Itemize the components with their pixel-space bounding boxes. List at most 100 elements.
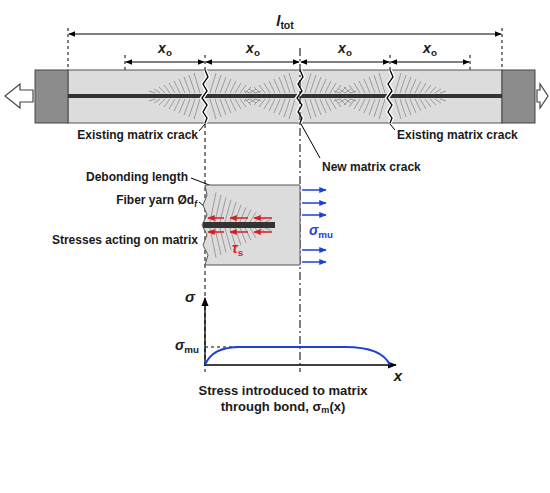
label-text: σ bbox=[175, 337, 184, 353]
hatch-stroke bbox=[230, 202, 236, 222]
hatch-stroke bbox=[184, 77, 190, 93]
hatch-stroke bbox=[259, 85, 265, 93]
hatch-stroke bbox=[374, 75, 380, 93]
hatch-stroke bbox=[379, 99, 385, 119]
hatch-stroke bbox=[159, 99, 165, 105]
hatch-stroke bbox=[215, 99, 221, 117]
x-axis bbox=[204, 364, 396, 365]
hatch-stroke bbox=[189, 75, 195, 93]
hatch-stroke bbox=[364, 99, 370, 113]
fiber-yarn bbox=[203, 222, 275, 228]
dimension-line bbox=[69, 34, 501, 35]
hatch-stroke bbox=[194, 73, 200, 93]
label-text: (x) bbox=[329, 399, 345, 414]
hatch-stroke bbox=[349, 85, 355, 93]
dimension-label: xo bbox=[246, 40, 260, 59]
label-text: x bbox=[158, 40, 166, 56]
leader-line bbox=[199, 124, 205, 131]
hatch-stroke bbox=[149, 99, 155, 101]
hatch-stroke bbox=[344, 99, 350, 105]
hatch-stroke bbox=[420, 99, 426, 109]
hatch-stroke bbox=[220, 77, 226, 93]
existing-crack bbox=[202, 70, 208, 123]
hatch-stroke bbox=[430, 87, 436, 93]
load-arrow bbox=[537, 84, 548, 108]
label-text: x bbox=[338, 40, 346, 56]
hatch-stroke bbox=[349, 99, 355, 107]
extension-line bbox=[502, 28, 503, 70]
part-label: Debonding length bbox=[86, 170, 188, 184]
hatch-stroke bbox=[264, 83, 270, 93]
caption-label: Stress introduced to matrix through bond… bbox=[176, 383, 391, 416]
hatch-stroke bbox=[235, 205, 241, 222]
hatch-stroke bbox=[284, 75, 290, 93]
hatch-stroke bbox=[244, 99, 250, 101]
hatch-stroke bbox=[310, 75, 316, 93]
hatch-stroke bbox=[254, 87, 260, 93]
subscript: o bbox=[431, 47, 437, 58]
dimension-line bbox=[126, 62, 204, 63]
existing-crack bbox=[387, 70, 393, 123]
hatch-stroke bbox=[325, 99, 331, 111]
hatch-stroke bbox=[335, 99, 341, 107]
hatch-stroke bbox=[279, 99, 285, 115]
subscript: m bbox=[321, 405, 329, 415]
hatch-stroke bbox=[250, 89, 256, 93]
y-axis bbox=[204, 298, 205, 366]
hatch-stroke bbox=[289, 73, 295, 93]
dimension-label: xo bbox=[423, 40, 437, 59]
hatch-stroke bbox=[264, 99, 270, 109]
fiber-yarn bbox=[68, 94, 502, 98]
hatch-stroke bbox=[315, 99, 321, 115]
hatch-stroke bbox=[320, 99, 326, 113]
hatch-stroke bbox=[265, 228, 271, 230]
dimension-line bbox=[301, 62, 389, 63]
matrix-piece bbox=[202, 185, 300, 265]
hatch-stroke bbox=[210, 73, 216, 93]
subscript: mu bbox=[184, 344, 199, 355]
extension-line bbox=[470, 55, 471, 70]
hatch-stroke bbox=[250, 212, 256, 222]
label-text: x bbox=[394, 367, 402, 384]
label-text: Fiber yarn Ød bbox=[116, 193, 194, 207]
hatch-stroke bbox=[235, 99, 241, 109]
label-text: x bbox=[246, 40, 254, 56]
tension-arrows bbox=[302, 190, 326, 262]
subscript: mu bbox=[318, 229, 333, 240]
hatch-stroke bbox=[179, 79, 185, 93]
hatch-stroke bbox=[289, 99, 295, 119]
hatch-stroke bbox=[325, 81, 331, 93]
hatch-stroke bbox=[310, 99, 316, 117]
hatch-stroke bbox=[374, 99, 380, 117]
hatch-stroke bbox=[249, 99, 255, 103]
subscript: s bbox=[238, 247, 243, 258]
hatch-stroke bbox=[369, 77, 375, 93]
subscript: f bbox=[194, 199, 197, 209]
label-text: New matrix crack bbox=[322, 160, 421, 174]
hatch-stroke bbox=[164, 85, 170, 93]
dimension-line bbox=[206, 62, 299, 63]
hatch-stroke bbox=[230, 81, 236, 93]
crack-label: New matrix crack bbox=[322, 160, 421, 174]
hatch-stroke bbox=[354, 83, 360, 93]
hatch-stroke bbox=[249, 89, 255, 93]
end-block bbox=[35, 70, 68, 123]
hatch-stroke bbox=[164, 99, 170, 107]
label-text: Existing matrix crack bbox=[397, 128, 518, 142]
hatch-stroke bbox=[354, 99, 360, 109]
hatch-stroke bbox=[235, 83, 241, 93]
hatch-stroke bbox=[334, 91, 340, 93]
hatch-stroke bbox=[250, 228, 256, 238]
hatch-stroke bbox=[400, 75, 406, 93]
hatch-stroke bbox=[194, 99, 200, 119]
hatch-stroke bbox=[159, 87, 165, 93]
dimension-label: xo bbox=[158, 40, 172, 59]
hatch-stroke bbox=[369, 99, 375, 115]
hatch-stroke bbox=[320, 79, 326, 93]
label-text: σ bbox=[185, 288, 195, 305]
stress-curve bbox=[205, 347, 390, 365]
hatch-stroke bbox=[339, 99, 345, 103]
hatch-stroke bbox=[430, 99, 436, 105]
hatch-stroke bbox=[179, 99, 185, 113]
hatch-stroke bbox=[420, 83, 426, 93]
